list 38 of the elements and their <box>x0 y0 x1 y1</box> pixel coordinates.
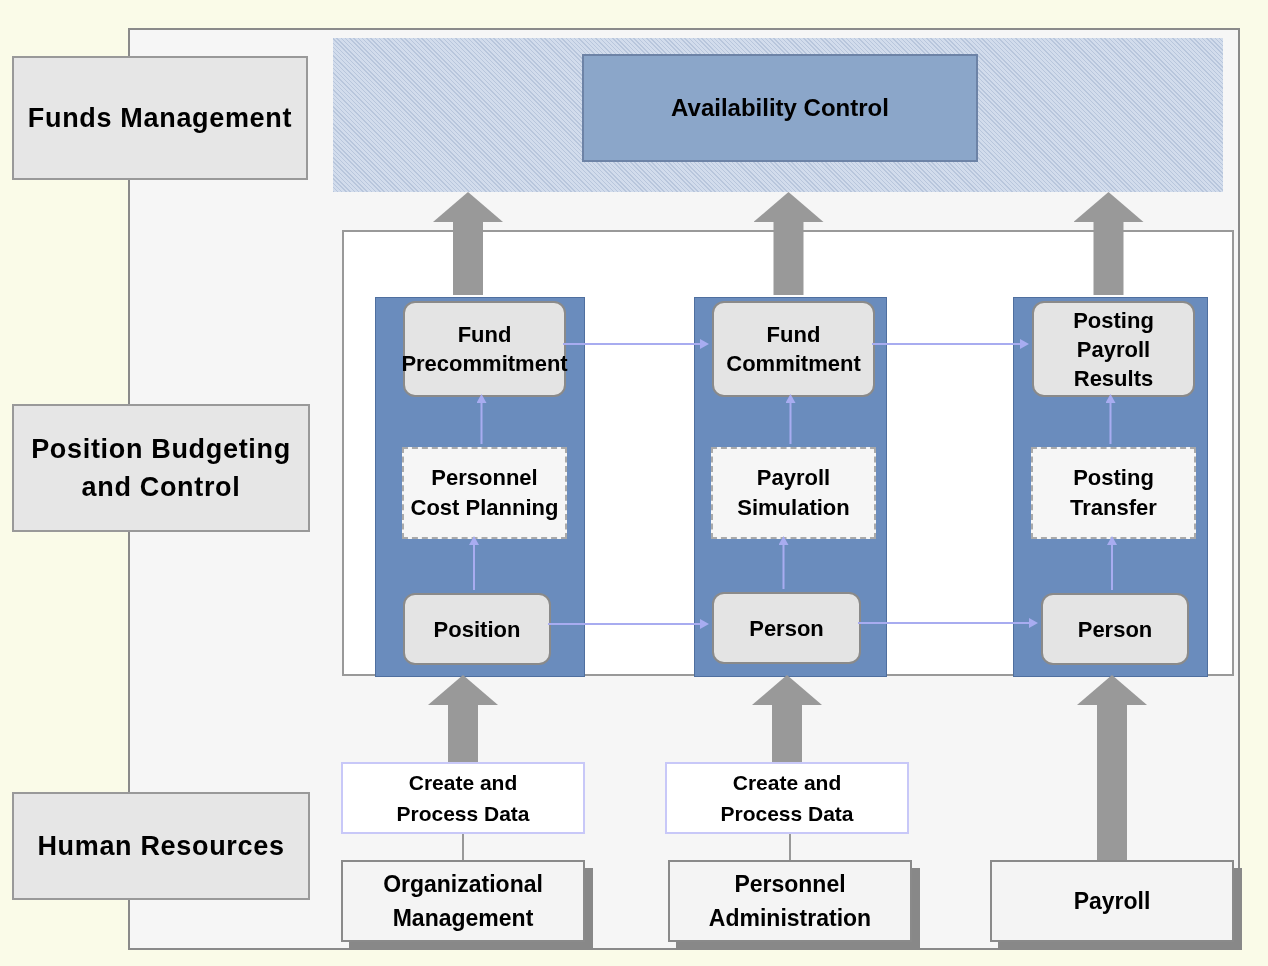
arrow <box>753 192 824 295</box>
arrow <box>1073 192 1144 295</box>
arrow <box>562 339 709 349</box>
process-box: Fund Commitment <box>712 301 875 397</box>
process-box: Posting Payroll Results <box>1032 301 1195 397</box>
process-box: Create and Process Data <box>665 762 909 834</box>
process-box: Fund Precommitment <box>403 301 566 397</box>
arrow <box>785 394 796 445</box>
arrow <box>1077 675 1147 860</box>
arrow <box>476 394 487 445</box>
arrow <box>469 536 479 591</box>
process-box: Create and Process Data <box>341 762 585 834</box>
hatched-band <box>333 38 1223 192</box>
arrow <box>428 675 498 762</box>
column-bar <box>694 297 887 677</box>
column-bar <box>375 297 585 677</box>
column-bar <box>1013 297 1208 677</box>
process-box: Payroll Simulation <box>711 447 876 539</box>
connector-line <box>462 833 464 861</box>
process-box: Availability Control <box>582 54 978 162</box>
arrow <box>752 675 822 762</box>
arrow <box>547 619 709 629</box>
panel-background <box>342 230 1234 676</box>
process-box: Position <box>403 593 551 665</box>
process-box: Person <box>1041 593 1189 665</box>
arrow <box>1105 394 1116 445</box>
process-box: Position Budgeting and Control <box>12 404 310 532</box>
arrow <box>433 192 503 295</box>
arrow <box>857 618 1038 628</box>
arrow <box>778 536 789 590</box>
process-box: Posting Transfer <box>1031 447 1196 539</box>
connector-line <box>789 833 791 861</box>
process-box: Personnel Cost Planning <box>402 447 567 539</box>
process-box: Person <box>712 592 861 664</box>
process-box: Human Resources <box>12 792 310 900</box>
arrow <box>1107 536 1117 591</box>
arrow <box>871 339 1029 349</box>
process-box: Funds Management <box>12 56 308 180</box>
